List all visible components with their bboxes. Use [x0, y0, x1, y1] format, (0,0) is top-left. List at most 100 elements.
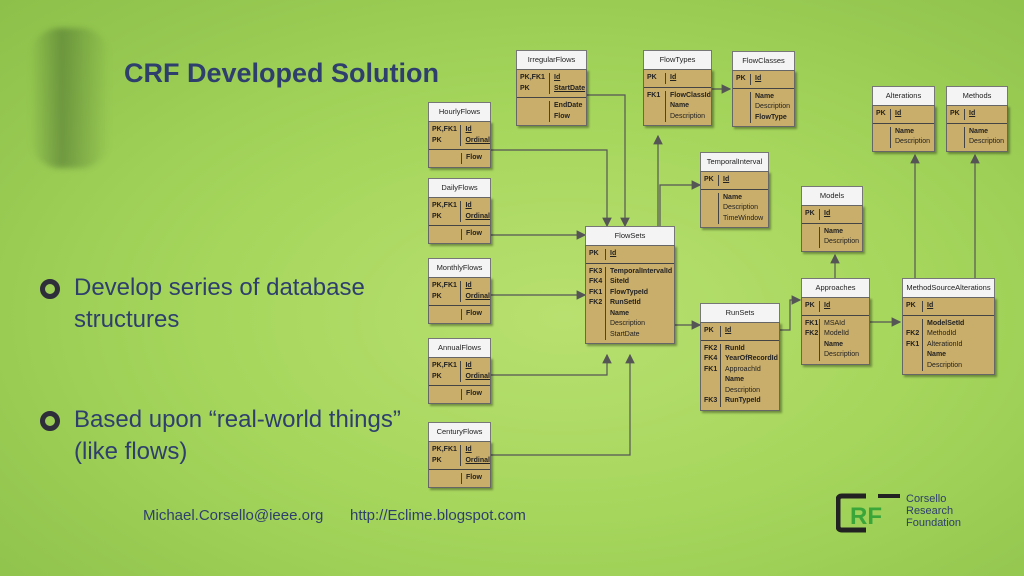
field: Id	[824, 210, 831, 217]
field: Description	[824, 238, 860, 245]
logo-line: Research	[906, 505, 954, 517]
field: Name	[670, 102, 690, 109]
bullet-icon	[40, 279, 60, 299]
field: Id	[465, 282, 472, 289]
field: Ordinal	[465, 292, 490, 300]
bullet-icon	[40, 411, 60, 431]
table-header: MethodSourceAlterations	[902, 278, 995, 297]
field: Id	[895, 110, 902, 117]
field: TemporalIntervalId	[610, 267, 673, 275]
field: Flow	[466, 154, 482, 161]
field: Description	[824, 351, 860, 358]
connector-runsets-approaches	[780, 295, 802, 331]
table-header: IrregularFlows	[516, 50, 587, 69]
field: FlowTypeId	[610, 288, 648, 296]
field: Name	[969, 127, 989, 135]
field: Description	[969, 138, 1005, 145]
field: Description	[610, 320, 646, 327]
blog-link[interactable]: http://Eclime.blogspot.com	[350, 507, 526, 524]
field: Flow	[466, 310, 482, 317]
field: Id	[725, 327, 732, 334]
bullet-text: Based upon “real-world things” (like flo…	[74, 406, 401, 466]
bullet-text: Develop series of database structures	[74, 274, 365, 334]
field: Id	[670, 74, 677, 81]
field: AlterationId	[927, 340, 963, 348]
field: Description	[670, 112, 706, 120]
table-header: RunSets	[700, 303, 780, 322]
bullet-2: Based upon “real-world things” (like flo…	[40, 404, 404, 469]
table-header: Models	[801, 186, 863, 205]
table-header: Alterations	[872, 86, 935, 105]
field: MSAId	[824, 319, 846, 327]
field: ModelSetId	[927, 319, 965, 327]
field: Id	[927, 302, 934, 309]
field: YearOfRecordId	[725, 355, 778, 362]
field: ApproachId	[725, 365, 761, 373]
field: Ordinal	[465, 212, 490, 220]
circuit-board-decoration	[30, 28, 110, 168]
field: Flow	[466, 390, 482, 397]
field: Ordinal	[465, 372, 490, 380]
table-header: Methods	[946, 86, 1008, 105]
field: Flow	[554, 112, 570, 120]
bullet-1: Develop series of database structures	[40, 272, 404, 337]
field: FlowClassId	[670, 91, 711, 99]
field: Id	[465, 202, 472, 209]
field: TimeWindow	[723, 214, 764, 222]
field: Id	[824, 302, 831, 309]
table-header: CenturyFlows	[428, 422, 491, 441]
field: Name	[755, 92, 775, 100]
field: SiteId	[610, 278, 630, 285]
field: Id	[610, 250, 617, 257]
table-header: DailyFlows	[428, 178, 491, 197]
field: Description	[755, 103, 791, 110]
field: Id	[465, 126, 472, 133]
field: Name	[824, 340, 844, 348]
table-header: FlowClasses	[732, 51, 795, 70]
field: Flow	[466, 230, 482, 237]
field: ModelId	[824, 330, 849, 337]
table-header: FlowTypes	[643, 50, 712, 69]
field: MethodId	[927, 330, 957, 337]
table-header: FlowSets	[585, 226, 675, 245]
field: StartDate	[554, 84, 586, 92]
connector-flowsets-temporal	[659, 180, 702, 226]
connector-century-flowsets	[491, 353, 635, 456]
table-header: Approaches	[801, 278, 870, 297]
field: RunSetId	[610, 299, 641, 306]
crf-logo-icon: RF	[836, 493, 900, 533]
field: Name	[723, 193, 743, 201]
logo-text: Corsello Research Foundation	[906, 493, 961, 529]
field: Description	[895, 138, 931, 145]
slide-title: CRF Developed Solution	[124, 58, 440, 88]
field: Flow	[466, 474, 482, 481]
table-header: HourlyFlows	[428, 102, 491, 121]
logo-mark-text: RF	[850, 503, 882, 530]
field: Description	[927, 361, 963, 369]
